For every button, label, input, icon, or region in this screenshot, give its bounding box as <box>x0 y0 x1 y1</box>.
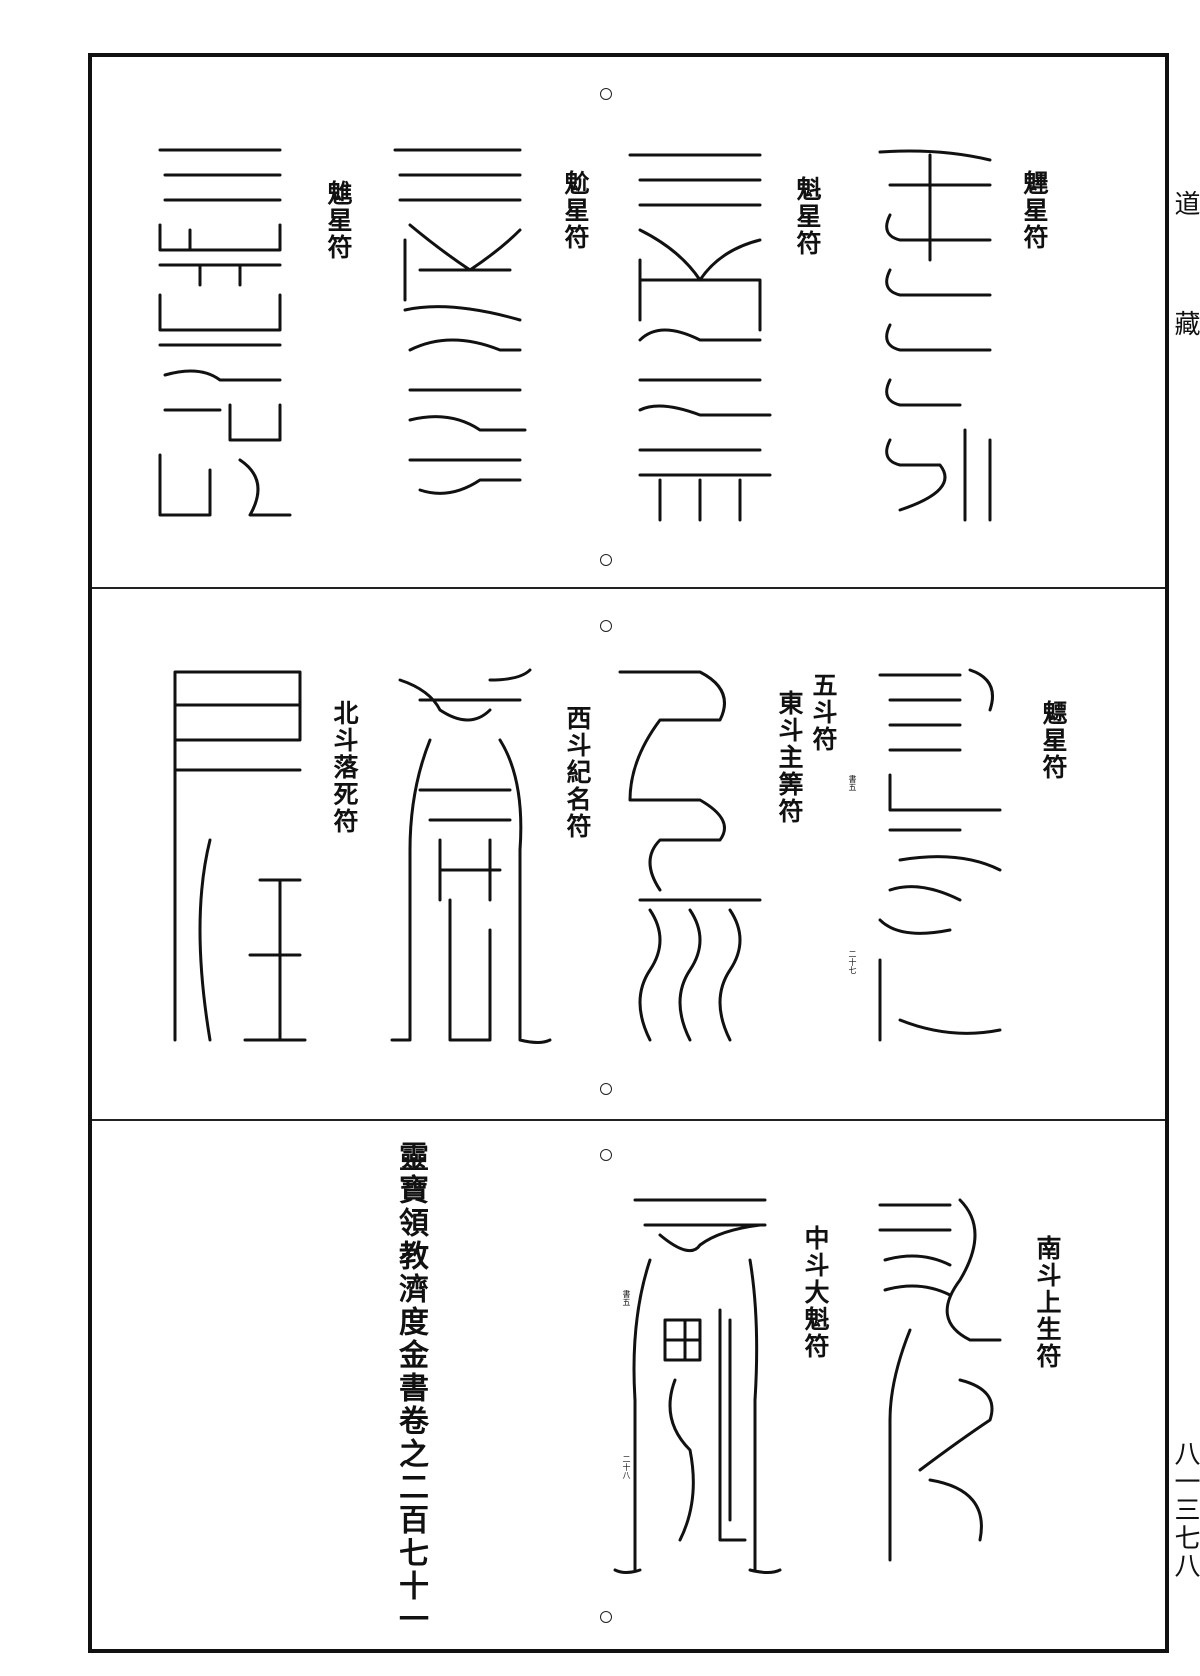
registration-circle <box>600 88 612 100</box>
registration-circle <box>600 1611 612 1623</box>
margin-title-top: 道 <box>1170 190 1200 216</box>
talisman-3 <box>393 148 527 495</box>
folio-mark: 書五 <box>848 775 857 791</box>
talisman-label: 魀星符 <box>561 170 590 251</box>
talisman-label: 西斗紀名符 <box>563 705 592 840</box>
talisman-4 <box>158 148 292 517</box>
folio-mark: 二十七 <box>848 950 857 974</box>
talisman-1 <box>878 149 992 522</box>
talisman-label: 東斗主筭符 <box>775 690 804 825</box>
registration-circle <box>600 620 612 632</box>
talisman-label: 中斗大魁符 <box>801 1225 830 1360</box>
margin-title-bottom: 藏 <box>1170 310 1200 336</box>
talisman-label: 南斗上生符 <box>1033 1235 1062 1370</box>
page-border <box>88 53 1169 1653</box>
panel-divider <box>92 587 1165 589</box>
folio-mark: 書五 <box>622 1290 631 1306</box>
page-number: 八一三七八 <box>1170 1440 1200 1580</box>
talisman-label: 魋星符 <box>324 180 353 261</box>
talisman-label: 北斗落死符 <box>330 700 359 835</box>
panel-divider <box>92 1119 1165 1121</box>
talisman-10 <box>613 1198 782 1574</box>
talisman-8 <box>173 670 307 1042</box>
talisman-7 <box>390 668 552 1044</box>
talisman-label: 五斗符 <box>809 672 838 753</box>
closing-title: 靈寶領教濟度金書卷之二百七十一 <box>393 1141 428 1636</box>
registration-circle <box>600 1149 612 1161</box>
registration-circle <box>600 554 612 566</box>
talisman-label: 魓星符 <box>1020 170 1049 251</box>
registration-circle <box>600 1083 612 1095</box>
talisman-label: 魁星符 <box>793 176 822 257</box>
folio-mark: 二十八 <box>622 1455 631 1479</box>
talisman-label: 魒星符 <box>1039 700 1068 781</box>
talisman-5 <box>878 668 1002 1042</box>
talisman-6 <box>618 670 762 1042</box>
talisman-9 <box>878 1198 1002 1562</box>
talisman-2 <box>628 153 772 522</box>
